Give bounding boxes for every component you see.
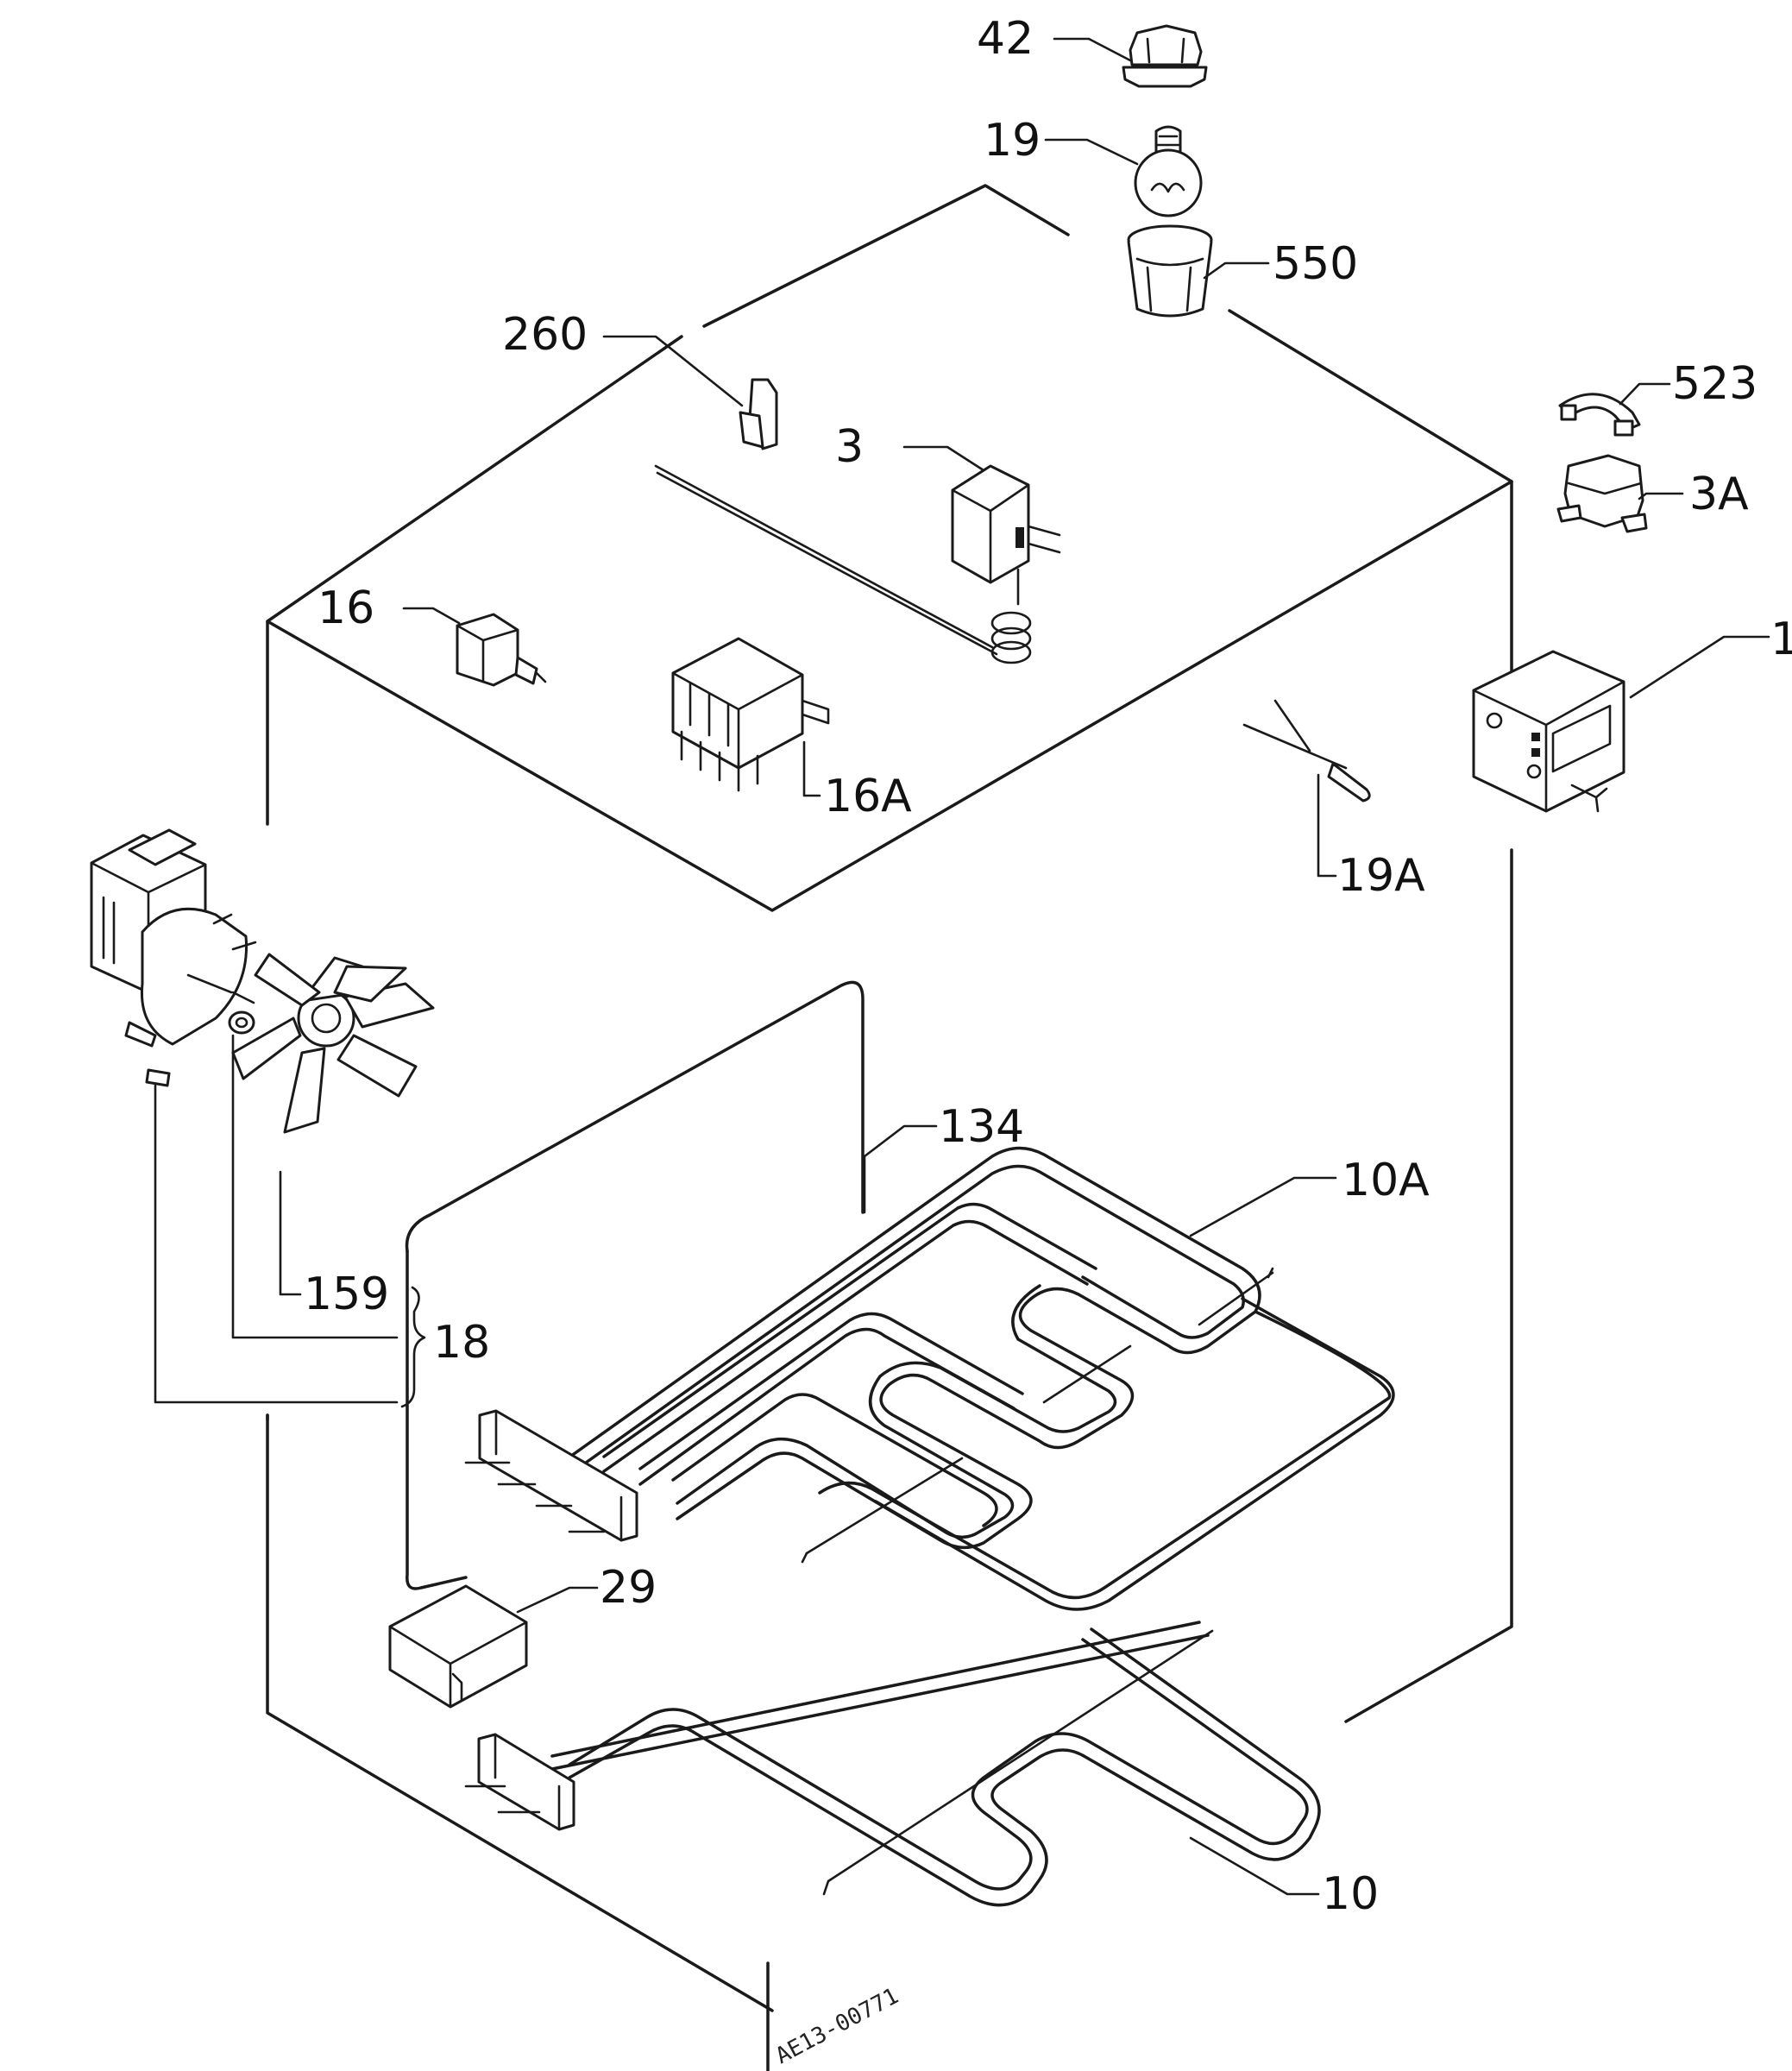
part-523-bracket: [1558, 393, 1641, 437]
part-19a-temperature-probe: [1242, 699, 1371, 803]
part-550-lamp-holder: [1127, 224, 1213, 318]
label-10: 10: [1322, 1868, 1379, 1920]
part-159-fan-blade: [231, 953, 435, 1134]
part-29-terminal-cover: [388, 1584, 528, 1709]
oven-cavity-outline: [266, 184, 1513, 2071]
label-29: 29: [600, 1562, 657, 1614]
part-18-washer: [228, 1010, 255, 1035]
label-16: 16: [318, 582, 374, 634]
label-18: 18: [433, 1317, 490, 1369]
label-10a: 10A: [1342, 1155, 1430, 1206]
part-3-thermostat: [654, 464, 1061, 664]
part-134-rear-panel: [405, 980, 865, 1590]
drawing-reference: AE13-00771: [771, 1983, 902, 2069]
label-3: 3: [835, 421, 864, 473]
label-1: 1: [1770, 614, 1792, 665]
label-134: 134: [939, 1101, 1024, 1153]
part-labels: 42 19 550 260 523 3 3A 16 1 16A 19A 134 …: [304, 13, 1792, 1920]
part-3a-safety-thermostat: [1556, 454, 1648, 533]
part-19-lamp-bulb: [1134, 125, 1203, 217]
label-523: 523: [1672, 358, 1757, 410]
label-42: 42: [977, 13, 1034, 65]
part-16a-selector-switch: [671, 637, 830, 792]
label-159: 159: [304, 1268, 389, 1320]
label-19a: 19A: [1337, 850, 1425, 902]
label-550: 550: [1273, 238, 1358, 290]
part-10a-grill-element: [464, 1146, 1395, 1611]
leader-lines: [154, 37, 1770, 1896]
part-42-lamp-cap: [1122, 24, 1208, 88]
part-10-bottom-element: [464, 1621, 1321, 1907]
label-16a: 16A: [824, 771, 912, 822]
label-19: 19: [984, 115, 1041, 167]
part-16-switch: [456, 613, 547, 687]
part-18-fan-motor: [90, 828, 257, 1087]
label-3a: 3A: [1689, 469, 1749, 520]
label-260: 260: [502, 309, 588, 361]
part-1-electronic-timer: [1472, 650, 1625, 813]
part-260-clip: [739, 378, 778, 450]
